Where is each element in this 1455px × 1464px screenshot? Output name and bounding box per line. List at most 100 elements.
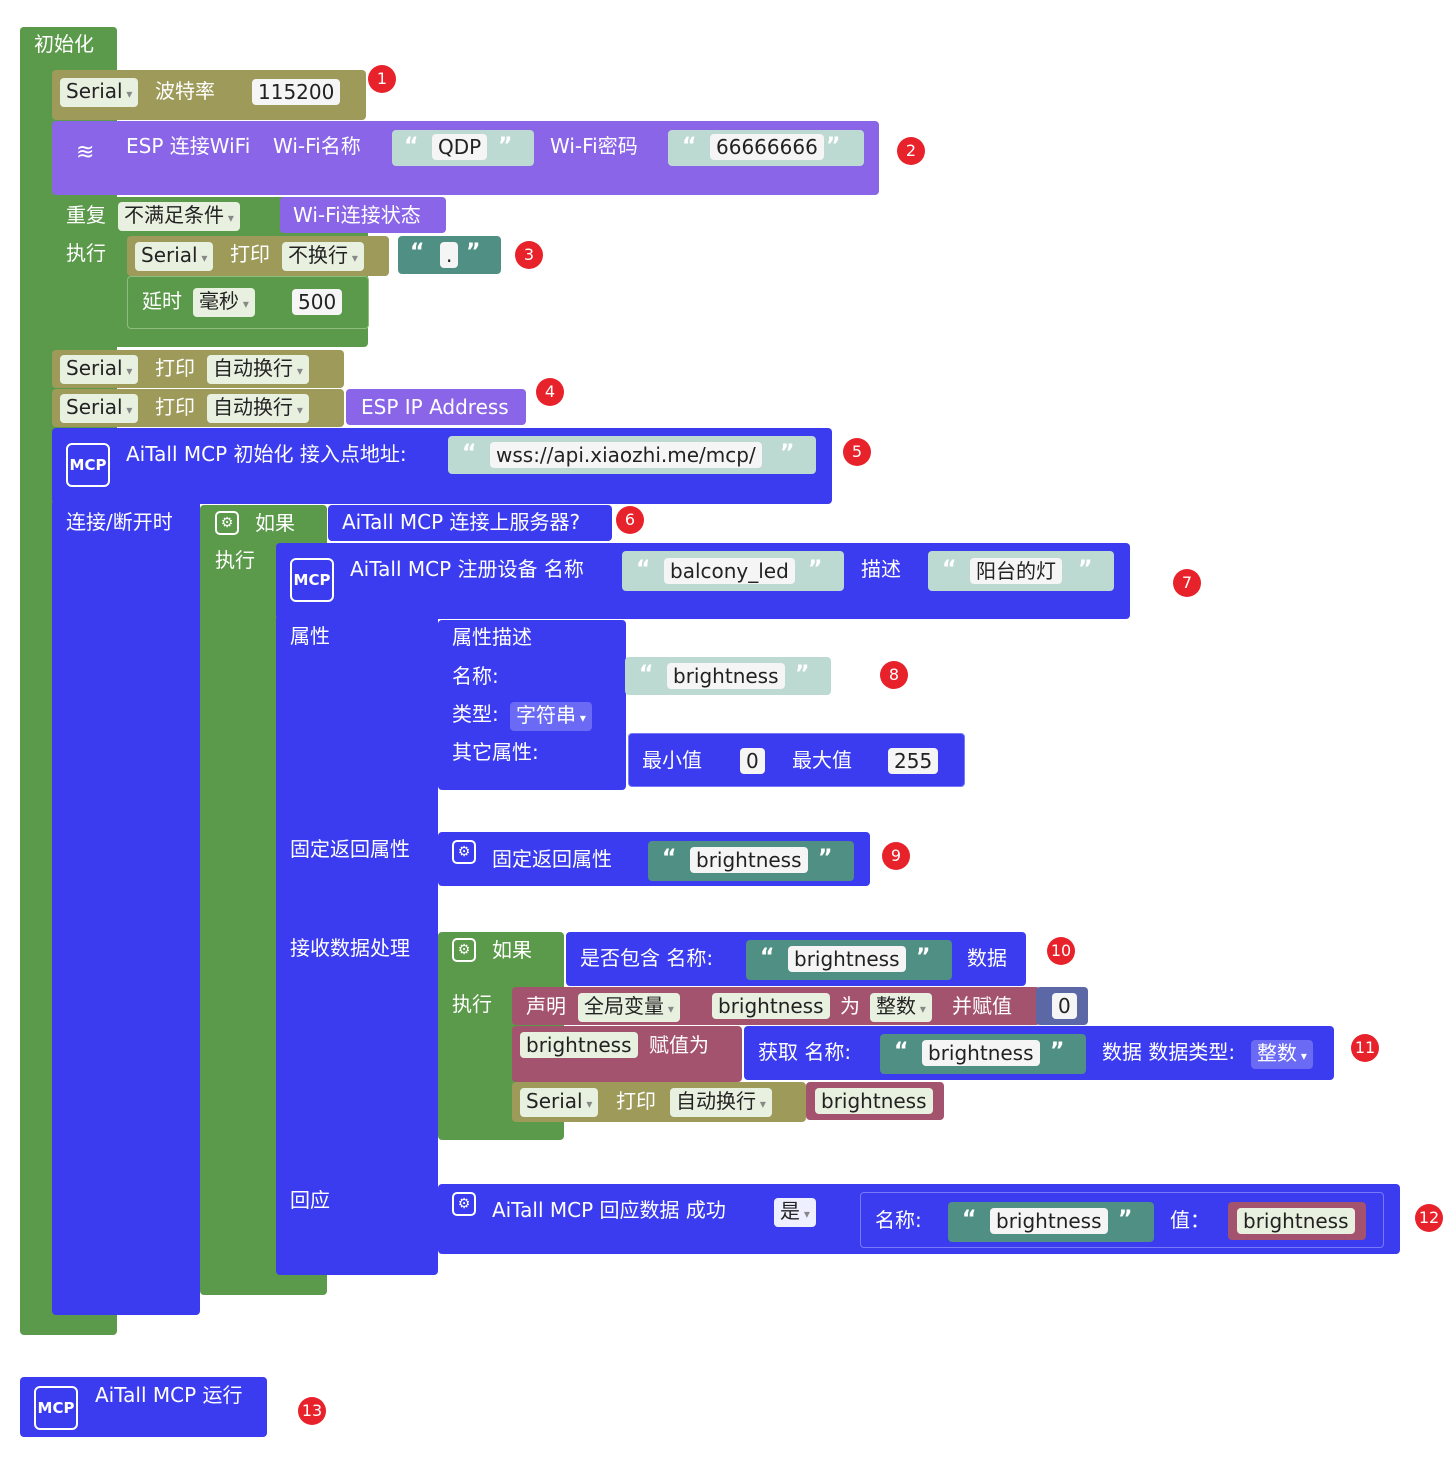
gear-icon[interactable]: ⚙ <box>215 511 239 535</box>
declare-as-label: 为 <box>840 994 860 1018</box>
close-quote-icon: ” <box>808 557 823 582</box>
min-value[interactable]: 0 <box>740 748 765 774</box>
if-exec-label: 执行 <box>452 992 492 1016</box>
newline-mode-dropdown[interactable]: 自动换行 <box>207 394 309 423</box>
mcp-icon: MCP <box>290 558 334 602</box>
register-name-value[interactable]: balcony_led <box>664 558 795 584</box>
recv-suffix-label: 数据 <box>967 946 1007 970</box>
reply-ok-dropdown[interactable]: 是 <box>774 1198 816 1227</box>
esp-ip-block[interactable] <box>346 389 526 425</box>
open-quote-icon: “ <box>404 134 419 159</box>
reply-section-label: 回应 <box>290 1188 330 1212</box>
attr-name-value[interactable]: brightness <box>667 663 785 689</box>
register-body <box>276 615 438 1275</box>
recv-section-label: 接收数据处理 <box>290 936 410 960</box>
newline-mode-dropdown[interactable]: 自动换行 <box>207 355 309 384</box>
newline-mode-dropdown[interactable]: 自动换行 <box>670 1088 772 1117</box>
get-name-value[interactable]: brightness <box>922 1040 1040 1066</box>
if-label: 如果 <box>255 511 295 535</box>
declare-var[interactable]: brightness <box>712 993 830 1019</box>
assign-var[interactable]: brightness <box>520 1032 638 1058</box>
mcp-init-label: AiTall MCP 初始化 接入点地址: <box>126 442 407 466</box>
declare-label: 声明 <box>526 994 566 1018</box>
init-label: 初始化 <box>34 32 94 56</box>
badge-5: 5 <box>843 438 871 466</box>
delay-label: 延时 <box>142 289 182 313</box>
close-quote-icon: ” <box>826 134 841 159</box>
get-type-dropdown[interactable]: 整数 <box>1251 1040 1313 1069</box>
conn-label: 连接/断开时 <box>66 510 173 534</box>
reply-name-value[interactable]: brightness <box>990 1208 1108 1234</box>
print-label: 打印 <box>155 356 195 380</box>
attr-type-dropdown[interactable]: 字符串 <box>510 702 592 731</box>
gear-icon[interactable]: ⚙ <box>452 840 476 864</box>
reply-label: AiTall MCP 回应数据 成功 <box>492 1198 726 1222</box>
conn-cond-label: AiTall MCP 连接上服务器? <box>342 510 581 534</box>
register-desc-value[interactable]: 阳台的灯 <box>970 558 1062 584</box>
delay-value[interactable]: 500 <box>292 289 343 315</box>
open-quote-icon: “ <box>410 240 425 265</box>
mcp-icon: MCP <box>66 443 110 487</box>
serial-dropdown[interactable]: Serial <box>60 394 139 423</box>
print-label: 打印 <box>155 395 195 419</box>
assign-label: 赋值为 <box>649 1033 709 1057</box>
newline-mode-dropdown[interactable]: 不换行 <box>282 242 364 271</box>
get-label: 获取 名称: <box>758 1040 852 1064</box>
declare-type-dropdown[interactable]: 整数 <box>870 993 932 1022</box>
serial-dropdown[interactable]: Serial <box>135 242 214 271</box>
serial-dropdown[interactable]: Serial <box>520 1088 599 1117</box>
attr-title: 属性描述 <box>452 625 532 649</box>
badge-12: 12 <box>1415 1204 1443 1232</box>
min-label: 最小值 <box>642 748 702 772</box>
print-label: 打印 <box>616 1089 656 1113</box>
gear-icon[interactable]: ⚙ <box>452 1192 476 1216</box>
fixed-value[interactable]: brightness <box>690 847 808 873</box>
badge-13: 13 <box>298 1397 326 1425</box>
serial-dropdown[interactable]: Serial <box>60 355 139 384</box>
mcp-run-label: AiTall MCP 运行 <box>95 1383 243 1407</box>
close-quote-icon: ” <box>818 846 833 871</box>
baud-value[interactable]: 115200 <box>252 79 341 105</box>
open-quote-icon: “ <box>760 945 775 970</box>
register-label: AiTall MCP 注册设备 名称 <box>350 557 584 581</box>
badge-3: 3 <box>515 241 543 269</box>
wifi-name-value[interactable]: QDP <box>432 134 488 160</box>
minmax-block[interactable] <box>628 733 965 787</box>
open-quote-icon: “ <box>894 1039 909 1064</box>
serial-dropdown[interactable]: Serial <box>60 78 139 107</box>
recv-name-value[interactable]: brightness <box>788 946 906 972</box>
declare-value[interactable]: 0 <box>1052 993 1077 1019</box>
open-quote-icon: “ <box>682 134 697 159</box>
open-quote-icon: “ <box>462 441 477 466</box>
repeat-cond-dropdown[interactable]: 不满足条件 <box>118 202 240 231</box>
print-b-var[interactable]: brightness <box>815 1088 933 1114</box>
badge-6: 6 <box>616 506 644 534</box>
init-header[interactable] <box>20 27 117 67</box>
close-quote-icon: ” <box>780 441 795 466</box>
mcp-url-value[interactable]: wss://api.xiaozhi.me/mcp/ <box>490 442 762 468</box>
badge-11: 11 <box>1351 1034 1379 1062</box>
attr-other-label: 其它属性: <box>452 740 539 764</box>
max-label: 最大值 <box>792 748 852 772</box>
mcp-icon: MCP <box>34 1386 78 1430</box>
gear-icon[interactable]: ⚙ <box>452 938 476 962</box>
open-quote-icon: “ <box>639 662 654 687</box>
delay-unit-dropdown[interactable]: 毫秒 <box>193 288 255 317</box>
open-quote-icon: “ <box>662 846 677 871</box>
wifi-state-block[interactable] <box>280 197 446 233</box>
dot-value[interactable]: . <box>440 242 459 268</box>
wifi-icon: ≋ <box>76 140 95 165</box>
wifi-pwd-value[interactable]: 66666666 <box>710 134 824 160</box>
attr-section-label: 属性 <box>290 624 330 648</box>
max-value[interactable]: 255 <box>888 748 939 774</box>
register-desc-label: 描述 <box>861 557 901 581</box>
scope-dropdown[interactable]: 全局变量 <box>578 993 680 1022</box>
close-quote-icon: ” <box>916 945 931 970</box>
close-quote-icon: ” <box>1118 1207 1133 1232</box>
reply-val[interactable]: brightness <box>1237 1208 1355 1234</box>
wifi-name-label: Wi-Fi名称 <box>273 134 361 158</box>
conn-cond-block[interactable] <box>328 505 612 541</box>
attr-name-label: 名称: <box>452 664 499 688</box>
esp-ip-label: ESP IP Address <box>361 395 509 419</box>
close-quote-icon: ” <box>466 240 481 265</box>
